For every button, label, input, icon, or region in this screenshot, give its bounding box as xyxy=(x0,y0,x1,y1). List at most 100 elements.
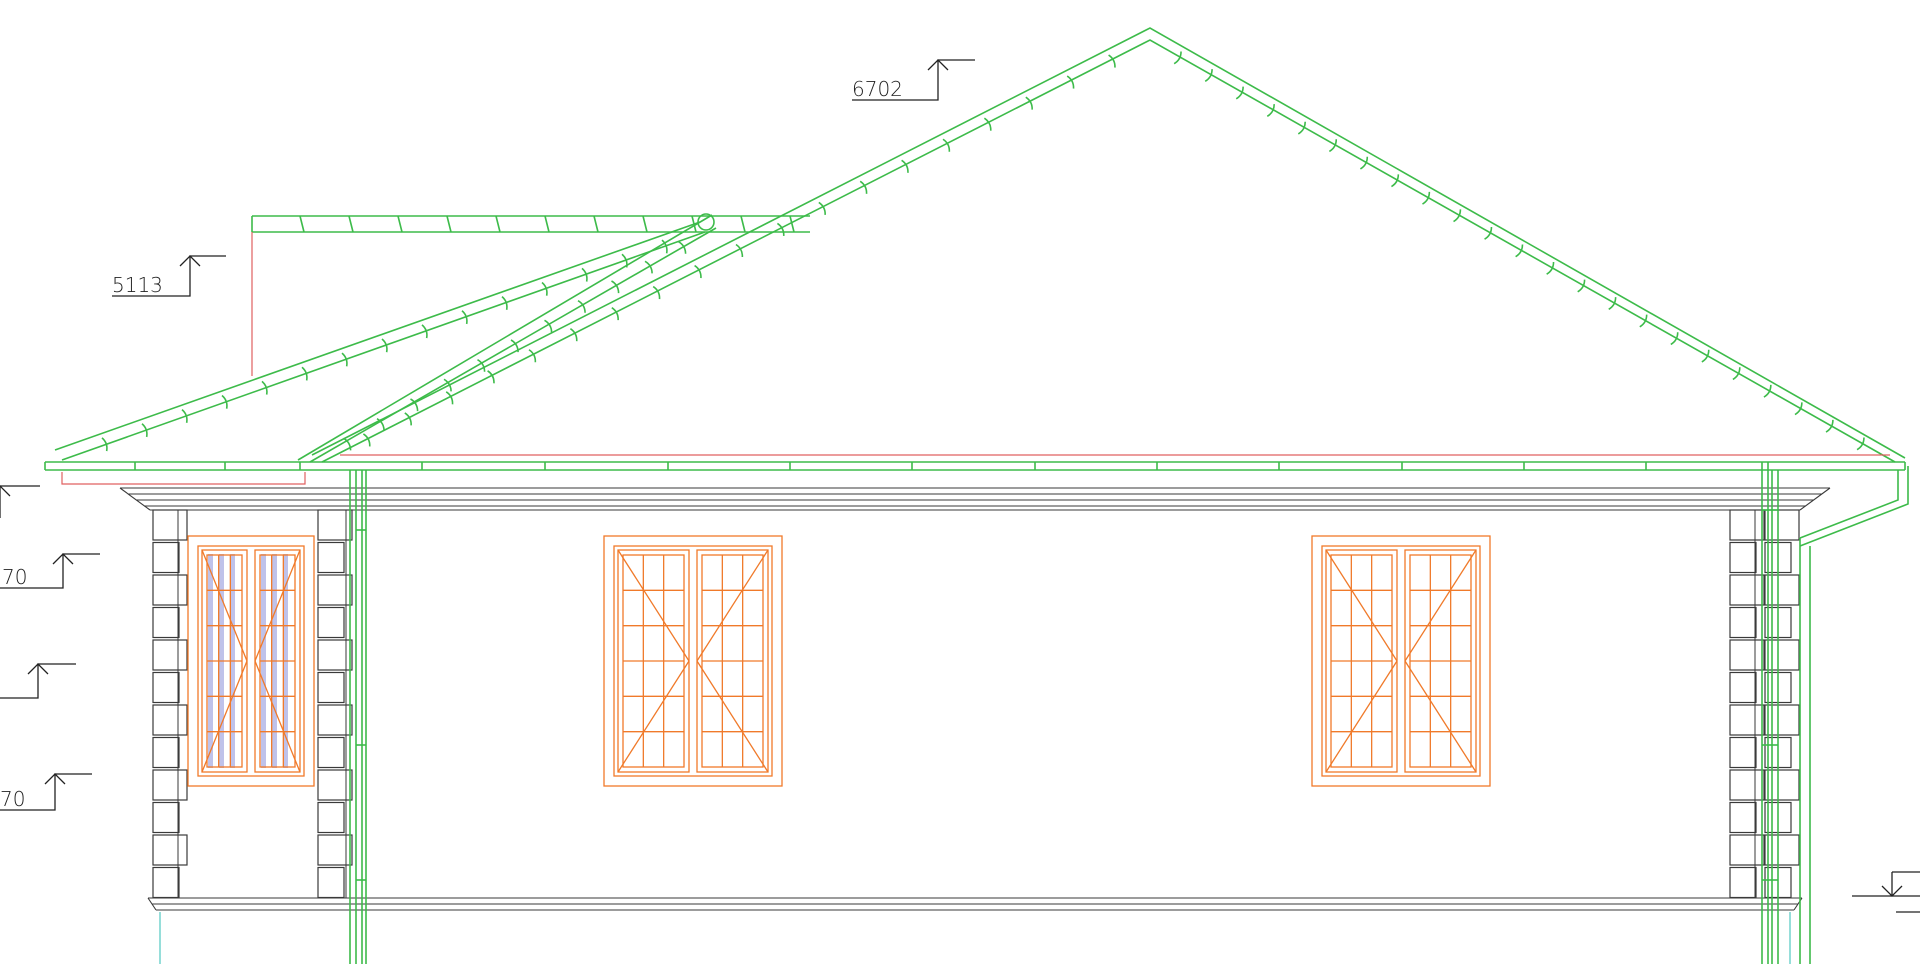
main-roof-tiles xyxy=(362,51,1865,451)
roof-tile xyxy=(1359,156,1369,170)
roof-tile xyxy=(1108,54,1116,68)
roof-tile xyxy=(362,433,371,447)
quoin-stone xyxy=(1764,704,1800,736)
quoin-stone xyxy=(152,509,188,541)
quoin-stone xyxy=(1764,639,1800,671)
lower-roof-tiles xyxy=(101,215,795,452)
roof-tile xyxy=(577,299,586,313)
level-marker-left-2 xyxy=(0,663,76,699)
quoin-stone xyxy=(152,671,180,704)
quoin-stone xyxy=(317,736,345,769)
roof-tile xyxy=(1328,139,1338,153)
level-label-left-1: 70 xyxy=(2,565,27,589)
ridge-tile xyxy=(642,215,648,233)
ridge-tile xyxy=(544,215,550,233)
quoin-stone xyxy=(317,769,353,801)
roof-tile xyxy=(1453,209,1462,223)
roof-tile xyxy=(1025,96,1033,110)
level-label-left-3: 70 xyxy=(0,787,25,811)
roof-tile xyxy=(818,201,826,215)
roof-tile xyxy=(261,380,268,395)
roof-tile xyxy=(301,366,308,381)
roof-tile xyxy=(1670,332,1679,346)
roof-tile xyxy=(1577,279,1586,293)
quoin-stone xyxy=(152,834,188,866)
ridge-tile xyxy=(593,215,599,233)
roof-tile xyxy=(581,267,588,282)
roof-tile xyxy=(1266,104,1275,118)
ridge-tile xyxy=(348,215,354,233)
roof-tile xyxy=(611,306,619,321)
level-marker-ridge xyxy=(852,59,975,101)
window xyxy=(187,535,315,787)
corner-quoins xyxy=(152,509,1800,899)
quoin-stone xyxy=(1764,509,1800,541)
roof-tile xyxy=(343,437,352,451)
roof-tile xyxy=(1297,121,1307,135)
quoin-stone xyxy=(1729,639,1765,671)
quoin-stone xyxy=(152,541,180,574)
roof-tile xyxy=(544,319,553,333)
level-marker-eave xyxy=(0,485,40,518)
roof-tile xyxy=(501,296,508,310)
roof-tile xyxy=(1825,419,1834,433)
roof-tile xyxy=(421,324,428,339)
quoin-stone xyxy=(317,671,345,704)
quoin-stone xyxy=(317,639,353,671)
ground-lines xyxy=(159,912,1791,964)
roof-tile xyxy=(1391,174,1400,188)
roof-tile xyxy=(942,138,951,152)
quoin-stone xyxy=(1729,801,1757,834)
level-label-ridge: 6702 xyxy=(852,77,903,101)
quoin-stone xyxy=(152,801,180,834)
roof-tile xyxy=(528,349,537,363)
ridge-tile xyxy=(691,215,697,233)
roof-tile xyxy=(859,180,868,194)
main-roof xyxy=(311,27,1906,463)
roof-tile xyxy=(404,412,412,426)
roof-tile xyxy=(141,423,148,438)
quoin-stone xyxy=(1764,574,1800,606)
roof-tile xyxy=(1701,349,1710,363)
quoin-stone xyxy=(1729,671,1757,704)
roof-tile xyxy=(1794,402,1803,416)
quoin-stone xyxy=(152,639,188,671)
roof-tile xyxy=(1515,244,1524,258)
ridge-tile xyxy=(397,215,403,233)
roof-tile xyxy=(221,394,228,409)
roof-tile xyxy=(1235,86,1244,100)
roof-tile xyxy=(1639,314,1648,328)
roof-tile xyxy=(652,285,661,300)
roof-tile xyxy=(621,253,628,268)
roof-tile xyxy=(983,117,992,131)
quoin-stone xyxy=(317,606,345,639)
cornice xyxy=(119,487,1831,511)
quoin-stone xyxy=(152,704,188,736)
roof-tile xyxy=(477,358,486,372)
roof-tile xyxy=(678,240,687,254)
roof-tile xyxy=(661,239,668,254)
level-label-lower-ridge: 5113 xyxy=(112,273,163,297)
window xyxy=(1311,535,1491,787)
roof-tile xyxy=(1763,384,1772,398)
quoin-stone xyxy=(1729,509,1765,541)
roof-tile xyxy=(569,328,578,342)
level-marker-left-1 xyxy=(0,553,100,589)
roof-tile xyxy=(1066,75,1075,89)
roof-tile xyxy=(341,352,348,367)
roof-tile xyxy=(644,260,653,274)
roof-tile xyxy=(410,398,419,412)
quoin-stone xyxy=(317,541,345,574)
roof-tile xyxy=(376,417,385,431)
roof-tile xyxy=(694,264,702,279)
quoin-stone xyxy=(1729,574,1765,606)
roof-tile xyxy=(461,310,468,325)
roof-tile xyxy=(611,280,620,294)
ridge-tile xyxy=(495,215,501,233)
roof-tile xyxy=(1732,367,1741,381)
roof-tile xyxy=(776,222,785,236)
roof-tile xyxy=(1856,437,1865,451)
windows xyxy=(187,535,1491,787)
roof-tile xyxy=(381,338,388,353)
